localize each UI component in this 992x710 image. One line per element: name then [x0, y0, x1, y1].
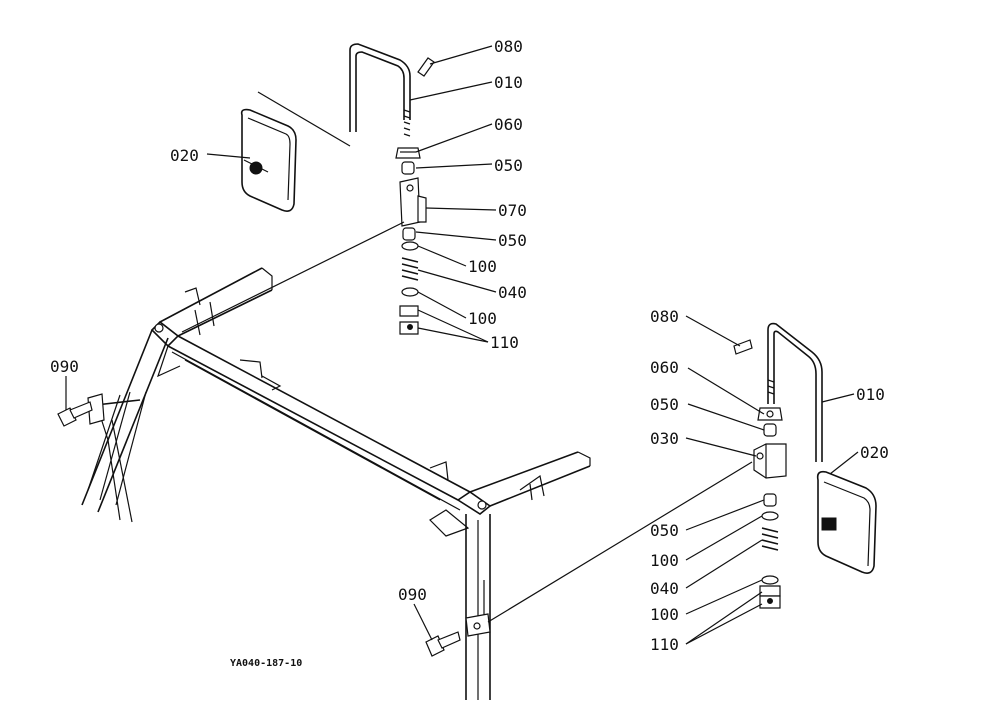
callout-label: 020 — [860, 443, 889, 462]
callout-label: 080 — [494, 37, 523, 56]
callout-label: 020 — [170, 146, 199, 165]
left-mirror-assembly — [181, 43, 435, 335]
callout-label: 040 — [650, 579, 679, 598]
callouts-right: 080 060 010 050 030 020 050 100 040 100 … — [650, 307, 889, 654]
callout-label: 050 — [494, 156, 523, 175]
canopy-frame — [81, 267, 591, 700]
callout-label: 110 — [650, 635, 679, 654]
callout-label: 070 — [498, 201, 527, 220]
drawing-code: YA040-187-10 — [230, 658, 302, 669]
callout-label: 080 — [650, 307, 679, 326]
callout-label: 100 — [468, 309, 497, 328]
callouts-left: 080 010 060 050 020 070 050 100 040 100 … — [170, 37, 527, 352]
callout-label: 050 — [498, 231, 527, 250]
leader-lines — [65, 45, 859, 645]
right-mirror-assembly — [487, 322, 877, 623]
callout-label: 100 — [468, 257, 497, 276]
callout-label: 050 — [650, 395, 679, 414]
callout-label: 010 — [856, 385, 885, 404]
callouts-frame: 090 090 — [50, 357, 427, 604]
callout-label: 100 — [650, 605, 679, 624]
callout-label: 030 — [650, 429, 679, 448]
callout-label: 110 — [490, 333, 519, 352]
callout-label: 060 — [650, 358, 679, 377]
callout-label: 010 — [494, 73, 523, 92]
callout-label: 090 — [50, 357, 79, 376]
bolt-090-left — [57, 401, 93, 427]
callout-label: 090 — [398, 585, 427, 604]
callout-label: 060 — [494, 115, 523, 134]
callout-label: 040 — [498, 283, 527, 302]
callout-label: 100 — [650, 551, 679, 570]
bolt-090-right — [425, 631, 461, 657]
callout-label: 050 — [650, 521, 679, 540]
